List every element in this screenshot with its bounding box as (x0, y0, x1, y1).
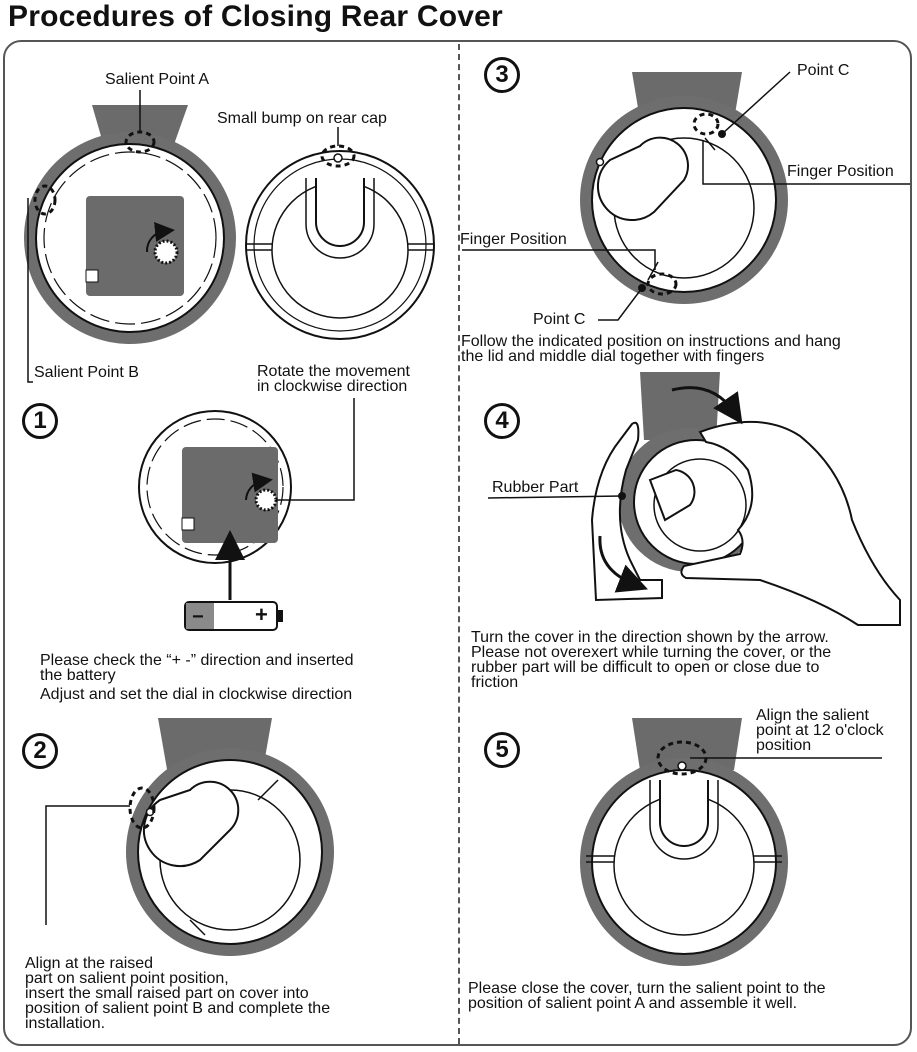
watch-back-open-illustration (24, 105, 236, 344)
rotate-movement-label: Rotate the movement in clockwise directi… (257, 363, 410, 395)
small-bump-label: Small bump on rear cap (217, 110, 387, 127)
column-divider (458, 44, 460, 1044)
step1-movement-illustration (138, 410, 292, 631)
step2-leader (45, 805, 130, 925)
step-1-text: Please check the “+ -” direction and ins… (40, 652, 354, 684)
step-1-badge: 1 (22, 403, 58, 439)
salient-b-leader (27, 198, 33, 383)
finger-position-left-label: Finger Position (460, 231, 567, 248)
step-2-text: Align at the raised part on salient poin… (25, 955, 331, 1032)
finger-position-right-label: Finger Position (787, 163, 894, 180)
battery-minus-glyph: − (192, 606, 204, 628)
align-12-label: Align the salient point at 12 o'clock po… (756, 707, 884, 754)
step-3-badge: 3 (484, 57, 520, 93)
point-c-top-leader (721, 71, 791, 135)
rotate-leader (276, 398, 355, 501)
rubber-leader (487, 495, 623, 499)
finger-left-leader (462, 249, 656, 270)
step-1-text-2: Adjust and set the dial in clockwise dir… (40, 686, 353, 703)
finger-right-leader (702, 140, 910, 185)
step-5-badge: 5 (484, 732, 520, 768)
instruction-frame (3, 40, 912, 1046)
step3-cover-illustration (580, 72, 788, 304)
step-5-text: Please close the cover, turn the salient… (468, 980, 826, 1012)
step-2-badge: 2 (22, 733, 58, 769)
salient-point-b-label: Salient Point B (34, 364, 139, 381)
step-4-text: Turn the cover in the direction shown by… (471, 629, 832, 691)
rear-cap-illustration (245, 144, 435, 340)
salient-point-a-label: Salient Point A (105, 71, 210, 88)
battery-plus-glyph: + (255, 602, 268, 627)
rubber-part-label: Rubber Part (492, 479, 579, 496)
step-4-badge: 4 (484, 403, 520, 439)
point-c-bottom-label: Point C (533, 311, 586, 328)
step5-closed-illustration (580, 718, 788, 966)
step-3-text: Follow the indicated position on instruc… (461, 333, 841, 365)
point-c-top-label: Point C (797, 62, 850, 79)
page-title: Procedures of Closing Rear Cover (8, 0, 503, 33)
step2-cover-illustration (126, 718, 334, 956)
point-c-bottom-leader (598, 287, 643, 321)
step4-turning-illustration (590, 372, 901, 626)
